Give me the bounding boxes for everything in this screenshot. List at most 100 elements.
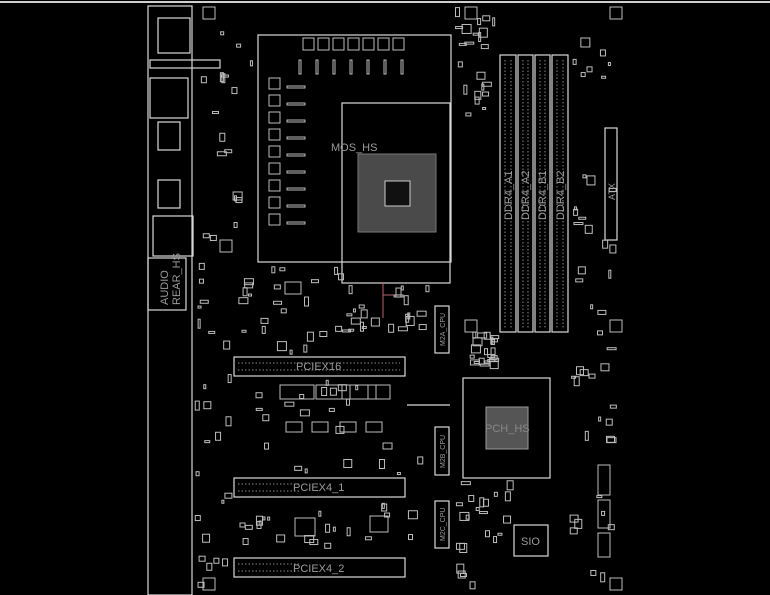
component bbox=[329, 387, 337, 396]
component bbox=[573, 222, 584, 226]
dimm-slot-b1[interactable] bbox=[534, 54, 551, 333]
component bbox=[577, 266, 586, 275]
dimm-slot-b2[interactable] bbox=[551, 54, 569, 333]
component bbox=[284, 401, 295, 407]
component bbox=[597, 464, 611, 496]
dimm-slot-a1[interactable] bbox=[499, 54, 517, 333]
component bbox=[202, 233, 210, 239]
component bbox=[601, 510, 606, 516]
component bbox=[260, 317, 269, 324]
rear-io-usb-block bbox=[157, 17, 191, 54]
m2b-cpu-slot[interactable] bbox=[434, 426, 450, 476]
component bbox=[369, 515, 389, 533]
component bbox=[455, 26, 464, 30]
component bbox=[416, 310, 427, 317]
component bbox=[393, 294, 404, 298]
component bbox=[407, 510, 418, 520]
pciex16-label: PCIEX16 bbox=[296, 361, 341, 373]
component bbox=[597, 309, 607, 315]
component bbox=[328, 407, 335, 412]
component bbox=[285, 421, 303, 433]
vrm-choke bbox=[349, 59, 353, 75]
atx-connector[interactable] bbox=[604, 127, 618, 241]
component bbox=[599, 49, 606, 57]
component bbox=[480, 44, 489, 50]
cpu-socket[interactable] bbox=[357, 153, 437, 233]
component bbox=[242, 287, 248, 297]
component bbox=[355, 385, 359, 391]
component bbox=[473, 360, 480, 364]
component bbox=[279, 384, 315, 400]
component bbox=[489, 357, 500, 362]
component bbox=[335, 325, 343, 332]
component bbox=[381, 503, 388, 512]
component bbox=[227, 374, 232, 384]
component bbox=[202, 533, 211, 543]
component bbox=[578, 216, 587, 220]
audio-block bbox=[147, 257, 187, 311]
component bbox=[465, 112, 472, 117]
component bbox=[204, 440, 211, 444]
component bbox=[310, 279, 319, 284]
vrm-mosfet bbox=[347, 37, 360, 51]
component bbox=[504, 491, 511, 502]
pciex16-slot[interactable] bbox=[233, 356, 406, 377]
vrm-mosfet bbox=[392, 37, 405, 51]
component bbox=[574, 206, 578, 211]
component bbox=[460, 481, 471, 486]
mounting-hole bbox=[464, 6, 478, 20]
component bbox=[483, 331, 491, 340]
m2c-cpu-slot[interactable] bbox=[434, 500, 450, 549]
component bbox=[472, 337, 483, 347]
vrm-mosfet bbox=[268, 94, 281, 107]
component bbox=[484, 530, 490, 538]
m2a-cpu-slot[interactable] bbox=[434, 305, 450, 354]
component bbox=[315, 384, 351, 400]
vrm-mosfet bbox=[362, 37, 375, 51]
rear-io-dp bbox=[157, 179, 181, 209]
component bbox=[607, 524, 615, 531]
ddr4-a1-label: DDR4_A1 bbox=[503, 170, 515, 220]
vrm-mosfet bbox=[268, 196, 281, 209]
component bbox=[465, 514, 470, 520]
component bbox=[334, 266, 339, 275]
sio-chip[interactable] bbox=[513, 524, 549, 557]
component bbox=[481, 81, 492, 87]
component bbox=[345, 398, 350, 406]
pch-chip[interactable] bbox=[485, 406, 529, 450]
component bbox=[243, 278, 254, 286]
component bbox=[590, 304, 594, 310]
component bbox=[573, 376, 580, 387]
mounting-hole bbox=[464, 319, 478, 333]
vrm-mosfet bbox=[332, 37, 345, 51]
component bbox=[418, 324, 427, 331]
pciex4-2-slot[interactable] bbox=[233, 557, 406, 578]
component bbox=[213, 557, 220, 564]
component bbox=[397, 326, 408, 332]
component bbox=[346, 313, 353, 317]
component bbox=[325, 523, 331, 533]
component bbox=[211, 111, 219, 115]
component bbox=[233, 221, 238, 228]
component bbox=[403, 295, 409, 306]
component bbox=[338, 273, 345, 281]
component bbox=[384, 512, 391, 518]
component bbox=[584, 430, 589, 441]
component bbox=[455, 7, 461, 18]
component bbox=[244, 524, 253, 530]
cpu-die bbox=[384, 180, 411, 207]
component bbox=[233, 195, 237, 202]
component bbox=[474, 96, 480, 105]
dimm-slot-a2[interactable] bbox=[517, 54, 534, 333]
vrm-choke bbox=[298, 59, 302, 75]
component bbox=[197, 581, 205, 588]
component bbox=[271, 266, 276, 274]
pciex4-1-slot[interactable] bbox=[233, 477, 406, 498]
cpu-vrm-outline bbox=[257, 34, 452, 263]
component bbox=[475, 506, 480, 511]
component bbox=[352, 308, 356, 313]
component bbox=[232, 191, 243, 201]
component bbox=[359, 321, 364, 332]
component bbox=[365, 421, 383, 433]
